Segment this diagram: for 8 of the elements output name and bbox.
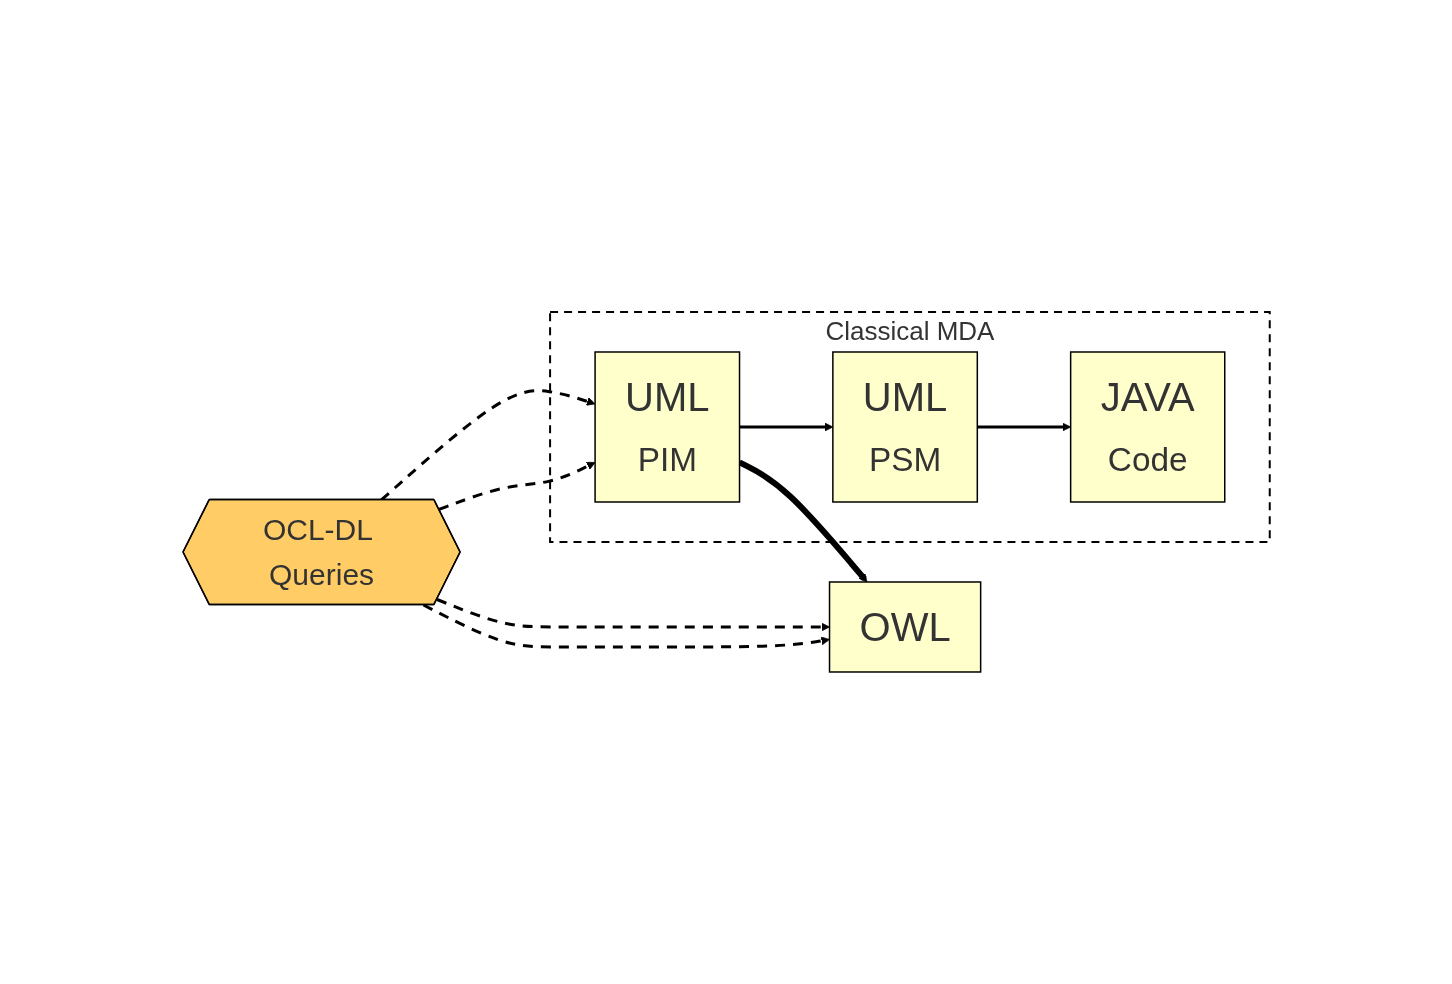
arrow (739, 422, 833, 432)
arrow (436, 598, 830, 632)
node-box: UML PSM (831, 351, 978, 503)
arrow (976, 422, 1071, 432)
node-box: JAVA Code (1069, 351, 1226, 503)
node-box: UML PIM (593, 351, 740, 503)
node-box: OWL (828, 581, 981, 673)
arrow (422, 603, 830, 649)
